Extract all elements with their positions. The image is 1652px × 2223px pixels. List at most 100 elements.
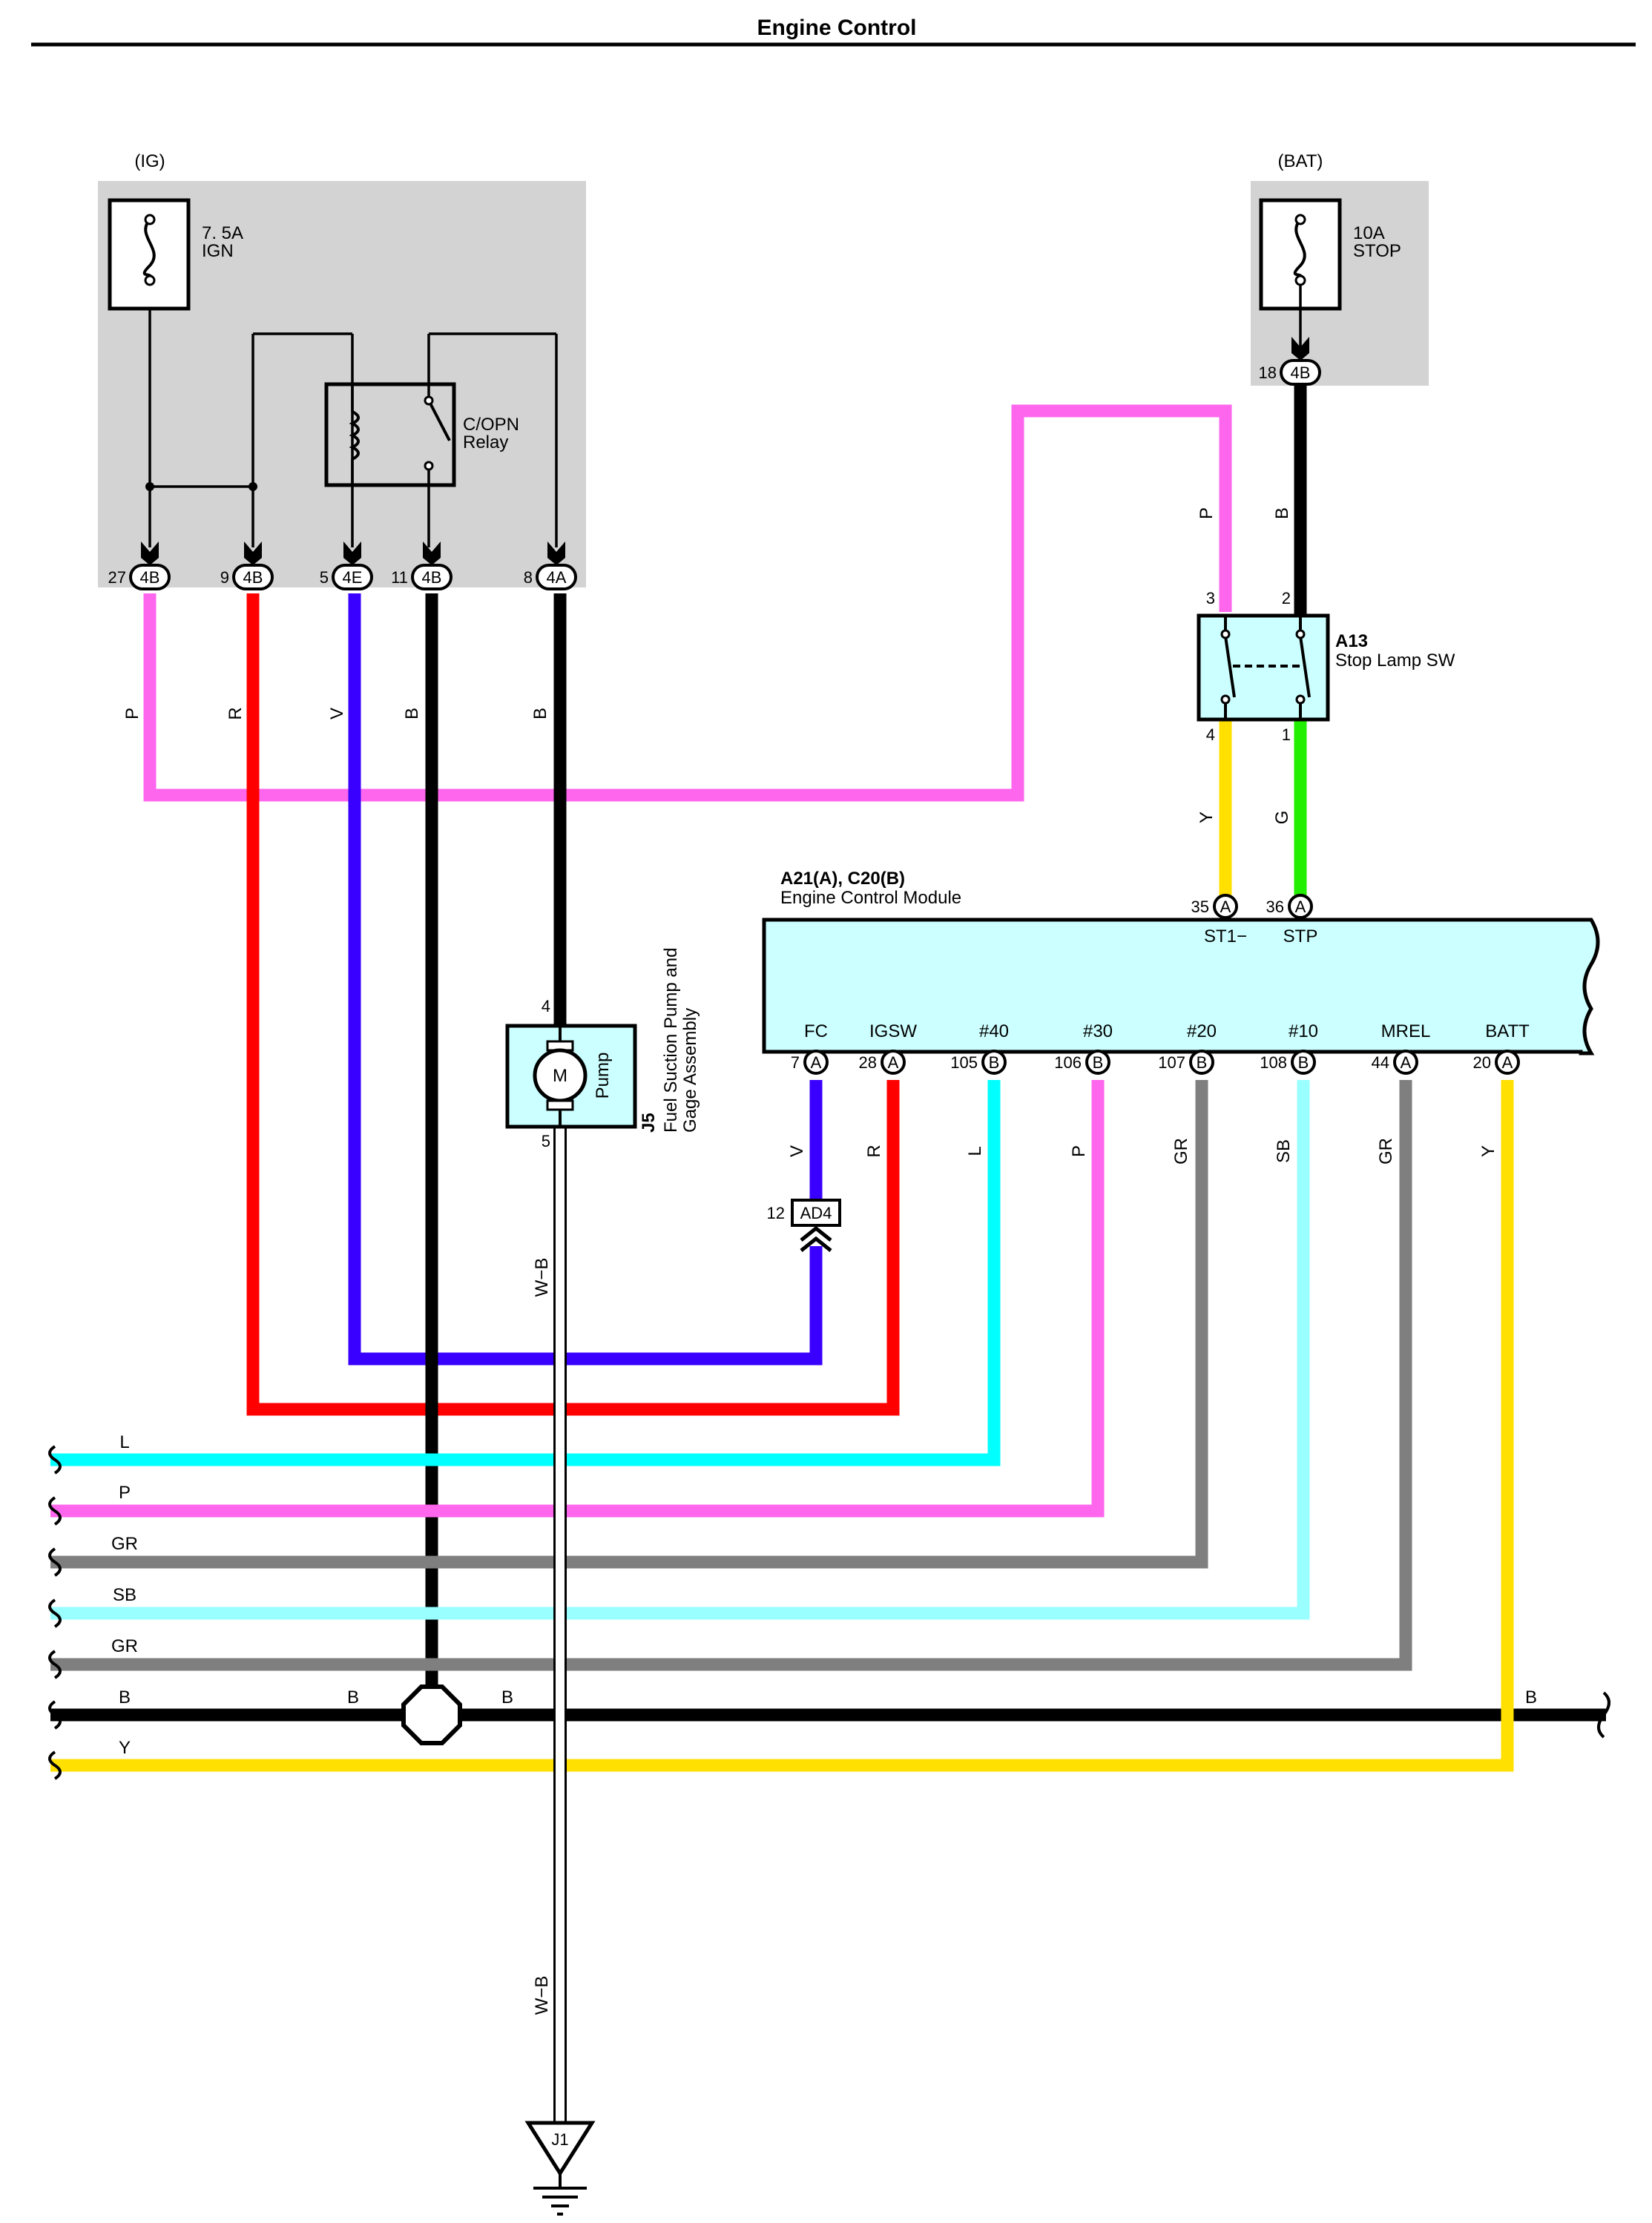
ig-block-internals: [148, 286, 558, 547]
switch-contact-point: [1295, 694, 1306, 705]
ecm-box: [762, 918, 1600, 1055]
stop-fuse-name: STOP: [1353, 241, 1401, 261]
pin-number: 28: [859, 1053, 877, 1072]
pin-number: 27: [108, 568, 126, 587]
ecm-terminal-name: #30: [1083, 1021, 1113, 1041]
wire-gr-20: [50, 1080, 1208, 1569]
connector-code: 4A: [547, 568, 567, 587]
relay-contact-icon: [427, 400, 451, 441]
bus-wire-label: GR: [111, 1636, 138, 1656]
arrow-icon: [547, 541, 565, 565]
pin-number: 106: [1054, 1053, 1082, 1072]
ecm-pin-circle: [803, 1050, 829, 1075]
break-mark: [48, 1445, 62, 1475]
fuse-terminal: [144, 274, 156, 286]
wire-color-label: B: [402, 708, 422, 719]
switch-contact-point: [1220, 694, 1231, 705]
wire-gr-mrel: [50, 1080, 1412, 1671]
ad4-connector: [791, 1199, 841, 1227]
ign-fuse-name: IGN: [202, 241, 234, 261]
pin-number: 36: [1266, 898, 1284, 916]
connector-pill: [332, 564, 373, 590]
wire-color-label: V: [787, 1145, 807, 1157]
ig-supply-label: (IG): [134, 151, 165, 171]
pin-number: 35: [1191, 898, 1209, 916]
fuse-terminal: [1294, 214, 1306, 225]
bat-supply-label: (BAT): [1278, 151, 1323, 171]
break-mark-right: [1597, 1691, 1610, 1739]
switch-contact-point: [1220, 629, 1231, 639]
relay-contact-point: [424, 461, 434, 471]
ecm-name: Engine Control Module: [780, 888, 961, 908]
wire-color-label: GR: [1171, 1138, 1191, 1165]
wire-p-30: [50, 1080, 1105, 1518]
ecm-pin-conn: A: [1220, 898, 1231, 916]
pin-number: 4: [1206, 725, 1215, 744]
ecm-pin-circle: [1189, 1050, 1214, 1075]
ecm-pin-circle: [981, 1050, 1007, 1075]
ecm-terminal-name: BATT: [1485, 1021, 1530, 1041]
wire-color-label: Y: [1478, 1145, 1498, 1157]
break-mark: [48, 1496, 62, 1526]
wire-y-batt: [50, 1080, 1514, 1772]
wire-harness: [50, 386, 1606, 2136]
fuse-terminal: [144, 214, 156, 225]
stop-lamp-switch-contacts: [1224, 616, 1311, 719]
wire-color-label: R: [226, 707, 246, 719]
ecm-terminal-name: IGSW: [869, 1021, 917, 1041]
relay-contact-point: [424, 395, 434, 406]
wire-p-ig-to-stop-sw: [143, 404, 1232, 802]
ground-j1-triangle: [524, 2121, 596, 2177]
ecm-pin-circle: [881, 1050, 906, 1075]
wire-color-label: W−B: [532, 1258, 552, 1297]
connector-code: 4B: [140, 568, 160, 587]
pin-number: 1: [1282, 725, 1291, 744]
connector-pill: [129, 564, 171, 590]
connector-pill: [536, 564, 577, 590]
break-mark: [48, 1700, 62, 1730]
ig-connector-arrows: [141, 541, 565, 565]
ig-connectors: [129, 564, 577, 590]
ecm-top-pins: [1213, 894, 1313, 919]
bus-wire-label: L: [119, 1432, 129, 1452]
arrow-icon: [423, 541, 441, 565]
stop-lamp-switch-code: A13: [1335, 631, 1368, 651]
relay-name-2: Relay: [463, 432, 508, 452]
switch-blade: [1224, 636, 1236, 698]
wire-color-label: R: [864, 1145, 884, 1157]
pin-number: 5: [542, 1132, 550, 1150]
bus-wire-label: B: [119, 1687, 131, 1707]
motor-label: M: [553, 1066, 567, 1086]
ecm-pin-conn: A: [1502, 1053, 1513, 1072]
switch-blade: [1299, 636, 1311, 698]
double-chevron-up-icon: [800, 1225, 832, 1252]
ecm-bottom-pins: [803, 1050, 1520, 1075]
wire-color-label: SB: [1274, 1139, 1294, 1163]
ecm-code: A21(A), C20(B): [780, 869, 905, 889]
arrow-icon: [343, 541, 361, 565]
relay-name-1: C/OPN: [463, 415, 519, 435]
connector-pill: [1280, 359, 1321, 386]
relay-coil-icon: [349, 410, 360, 461]
pin-number: 4: [542, 997, 550, 1015]
pin-number: 105: [950, 1053, 978, 1072]
connector-code: 4B: [243, 568, 263, 587]
wire-r-igsw: [246, 593, 900, 1416]
junction-dot: [249, 482, 257, 491]
ecm-terminal-name: #10: [1289, 1021, 1318, 1041]
pin-number: 5: [320, 568, 329, 587]
ecm-pin-conn: A: [811, 1053, 822, 1072]
page-title: Engine Control: [757, 16, 917, 40]
wire-color-label: B: [530, 708, 550, 719]
pin-number: 7: [791, 1053, 800, 1072]
ecm-pin-circle: [1288, 894, 1313, 919]
wire-color-label: L: [965, 1146, 985, 1156]
pin-number: 3: [1206, 589, 1215, 607]
wire-color-label: P: [122, 708, 142, 719]
break-mark: [48, 1547, 62, 1577]
bus-wire-label: GR: [111, 1534, 138, 1554]
arrow-icon: [244, 541, 262, 565]
ign-fuse-rating: 7. 5A: [202, 223, 243, 243]
ground-icon: [533, 2173, 587, 2216]
